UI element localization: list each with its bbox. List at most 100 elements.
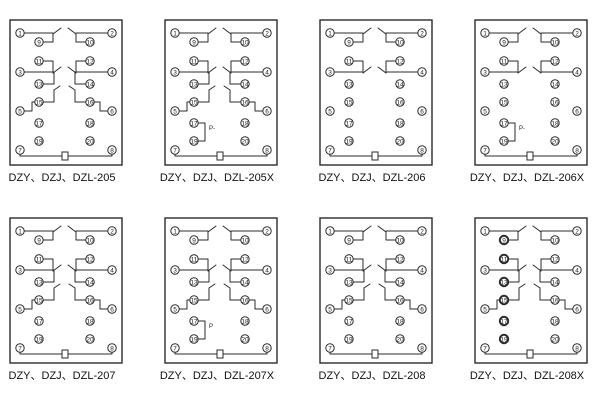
pin-number: 15 bbox=[190, 297, 198, 304]
switch-contacts bbox=[178, 27, 264, 142]
pin-number: 19 bbox=[190, 336, 198, 343]
pin-number: 1 bbox=[328, 30, 332, 37]
pin-number: 9 bbox=[192, 39, 196, 46]
model-caption: DZY、DZJ、DZL-206 bbox=[319, 172, 426, 184]
terminal-pin: 10 bbox=[85, 235, 95, 245]
terminal-pin: 14 bbox=[85, 79, 95, 89]
pin-number: 14 bbox=[86, 81, 94, 88]
terminal-pin: 14 bbox=[550, 79, 560, 89]
panel-frame bbox=[164, 19, 278, 166]
pin-number: 16 bbox=[86, 297, 94, 304]
pin-number: 13 bbox=[345, 279, 353, 286]
pin-number: 19 bbox=[345, 138, 353, 145]
pin-number: 10 bbox=[86, 237, 94, 244]
terminal-pin: 18 bbox=[395, 316, 405, 326]
terminal-pin: 6 bbox=[107, 304, 117, 314]
terminal-pin: 2 bbox=[417, 28, 427, 38]
pin-number: 7 bbox=[173, 147, 177, 154]
pin-number: 11 bbox=[36, 256, 43, 263]
pin-number: 4 bbox=[575, 267, 579, 274]
terminal-pin: 17 bbox=[344, 118, 354, 128]
pin-number: 3 bbox=[483, 69, 487, 76]
terminal-pin: 11 bbox=[498, 253, 510, 265]
panel-frame bbox=[319, 19, 433, 166]
pin-number: 8 bbox=[575, 345, 579, 352]
terminal-pin: 13 bbox=[344, 277, 354, 287]
terminal-pin: 20 bbox=[550, 136, 560, 146]
terminal-pin: 6 bbox=[572, 106, 582, 116]
terminal-pin: 18 bbox=[240, 316, 250, 326]
terminal-pin: 7 bbox=[15, 145, 25, 155]
terminal-pin: 2 bbox=[107, 28, 117, 38]
terminal-pin: 14 bbox=[550, 277, 560, 287]
pin-number: 4 bbox=[265, 69, 269, 76]
terminal-pin: 8 bbox=[572, 343, 582, 353]
pin-number: 10 bbox=[86, 39, 94, 46]
terminal-pin: 7 bbox=[170, 145, 180, 155]
terminal-pin: 1 bbox=[15, 226, 25, 236]
terminal-pin: 12 bbox=[395, 56, 405, 66]
pin-number: 10 bbox=[241, 237, 249, 244]
terminal-pin: 5 bbox=[325, 304, 335, 314]
terminal-pin: 9 bbox=[344, 235, 354, 245]
terminal-pin: 11 bbox=[189, 56, 199, 66]
switch-contacts bbox=[488, 27, 574, 142]
terminal-pin: 13 bbox=[499, 79, 509, 89]
terminal-pin: 1 bbox=[480, 226, 490, 236]
panel-frame bbox=[9, 217, 123, 364]
pin-number: 19 bbox=[35, 336, 43, 343]
terminal-pin: 13 bbox=[498, 276, 510, 288]
terminal-pin: 1 bbox=[480, 28, 490, 38]
pin-number: 14 bbox=[396, 279, 404, 286]
coil bbox=[19, 149, 113, 161]
terminal-pin: 2 bbox=[262, 226, 272, 236]
terminal-pin: 13 bbox=[34, 277, 44, 287]
pin-number: 10 bbox=[551, 237, 559, 244]
pin-number: 13 bbox=[35, 279, 43, 286]
terminal-pin: 3 bbox=[480, 265, 490, 275]
pin-number: 3 bbox=[173, 69, 177, 76]
pin-number: 15 bbox=[35, 297, 43, 304]
pin-number: 12 bbox=[396, 256, 404, 263]
pin-number: 8 bbox=[420, 345, 424, 352]
pin-number: 9 bbox=[37, 237, 41, 244]
terminal-pin: 15 bbox=[499, 97, 509, 107]
terminal-pin: 12 bbox=[85, 254, 95, 264]
terminal-pin: 20 bbox=[240, 334, 250, 344]
pin-number: 3 bbox=[173, 267, 177, 274]
model-caption: DZY、DZJ、DZL-207 bbox=[9, 370, 116, 382]
pin-number: 19 bbox=[190, 138, 198, 145]
pin-number: 11 bbox=[346, 58, 353, 65]
pin-number: 5 bbox=[18, 306, 22, 313]
terminal-pin: 10 bbox=[240, 37, 250, 47]
switch-contacts bbox=[488, 225, 574, 310]
pin-number: 2 bbox=[575, 228, 579, 235]
pin-number: 14 bbox=[396, 81, 404, 88]
pin-number: 8 bbox=[110, 147, 114, 154]
terminal-pin: 12 bbox=[85, 56, 95, 66]
terminal-pin: 6 bbox=[572, 304, 582, 314]
pin-number: 19 bbox=[345, 336, 353, 343]
pin-number: 2 bbox=[575, 30, 579, 37]
pin-number: 11 bbox=[346, 256, 353, 263]
terminal-pin: 19 bbox=[34, 334, 44, 344]
terminal-pin: 10 bbox=[395, 235, 405, 245]
pin-number: 2 bbox=[265, 30, 269, 37]
pin-number: 5 bbox=[173, 108, 177, 115]
pin-number: 18 bbox=[241, 318, 249, 325]
pin-number: 7 bbox=[328, 345, 332, 352]
pin-number: 13 bbox=[35, 81, 43, 88]
terminal-pin: 13 bbox=[189, 79, 199, 89]
coil bbox=[329, 347, 423, 359]
pin-number: 1 bbox=[483, 30, 487, 37]
pin-number: 17 bbox=[500, 120, 508, 127]
coil bbox=[329, 149, 423, 161]
pin-number: 11 bbox=[191, 58, 198, 65]
terminal-pin: 5 bbox=[15, 106, 25, 116]
polarity-label: P- bbox=[519, 126, 525, 132]
pin-number: 3 bbox=[18, 267, 22, 274]
